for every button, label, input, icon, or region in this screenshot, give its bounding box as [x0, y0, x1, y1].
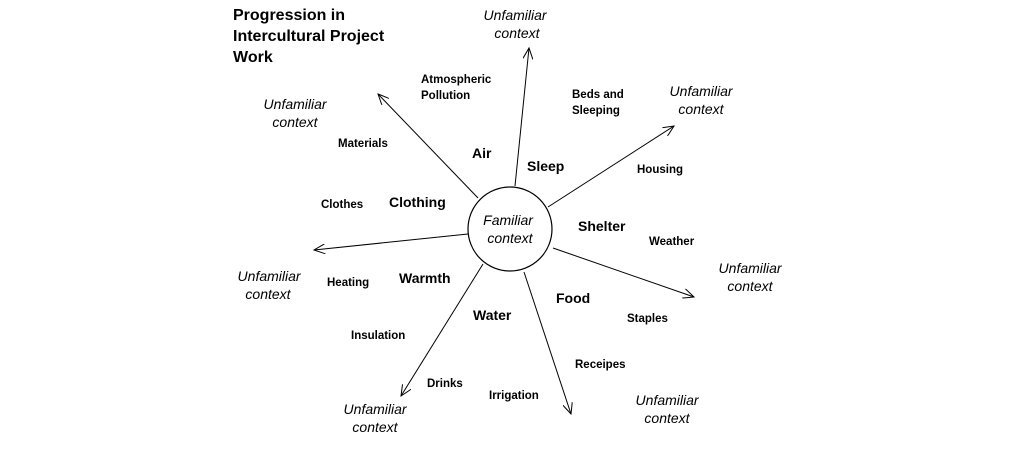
spoke-left [314, 233, 469, 250]
spoke-top-left [378, 94, 479, 199]
title-line-3: Work [233, 49, 273, 66]
hub-label: Familiar context [483, 212, 537, 246]
unfamiliar-right: Unfamiliar context [719, 260, 786, 294]
subtopic-beds-and-sleeping: Beds and Sleeping [572, 89, 627, 117]
subtopic-weather: Weather [649, 236, 695, 248]
spoke-top-right [547, 126, 674, 208]
hub-circle [467, 186, 553, 272]
unfamiliar-top-left: Unfamiliar context [264, 96, 331, 130]
theme-air: Air [472, 145, 492, 161]
unfamiliar-top: Unfamiliar context [484, 7, 551, 41]
theme-shelter: Shelter [578, 218, 626, 234]
theme-warmth: Warmth [399, 270, 451, 286]
unfamiliar-left: Unfamiliar context [238, 268, 305, 302]
unfamiliar-top-right: Unfamiliar context [670, 83, 737, 117]
subtopic-irrigation: Irrigation [489, 390, 539, 402]
spoke-right [552, 247, 694, 297]
spoke-bottom-left [401, 263, 484, 396]
subtopic-insulation: Insulation [351, 330, 405, 342]
hub-label-line-1: Familiar [483, 212, 534, 228]
title-line-2: Intercultural Project [233, 28, 385, 45]
hub-label-line-2: context [487, 230, 533, 246]
subtopic-housing: Housing [637, 164, 683, 176]
unfamiliar-bottom-left: Unfamiliar context [344, 401, 411, 435]
theme-sleep: Sleep [527, 158, 564, 174]
subtopic-atmospheric-pollution: Atmospheric Pollution [421, 74, 495, 102]
subtopic-receipes: Receipes [575, 359, 626, 371]
theme-food: Food [556, 290, 590, 306]
spoke-top [514, 48, 529, 187]
spoke-bottom-right [523, 271, 571, 414]
diagram-title: Progression in Intercultural Project Wor… [233, 7, 389, 66]
subtopic-heating: Heating [327, 277, 369, 289]
theme-clothing: Clothing [389, 194, 446, 210]
subtopic-clothes: Clothes [321, 199, 363, 211]
unfamiliar-bottom-right: Unfamiliar context [636, 392, 703, 426]
subtopic-staples: Staples [627, 313, 668, 325]
subtopic-drinks: Drinks [427, 378, 463, 390]
title-line-1: Progression in [233, 7, 345, 24]
theme-water: Water [473, 307, 512, 323]
subtopic-materials: Materials [338, 138, 388, 150]
